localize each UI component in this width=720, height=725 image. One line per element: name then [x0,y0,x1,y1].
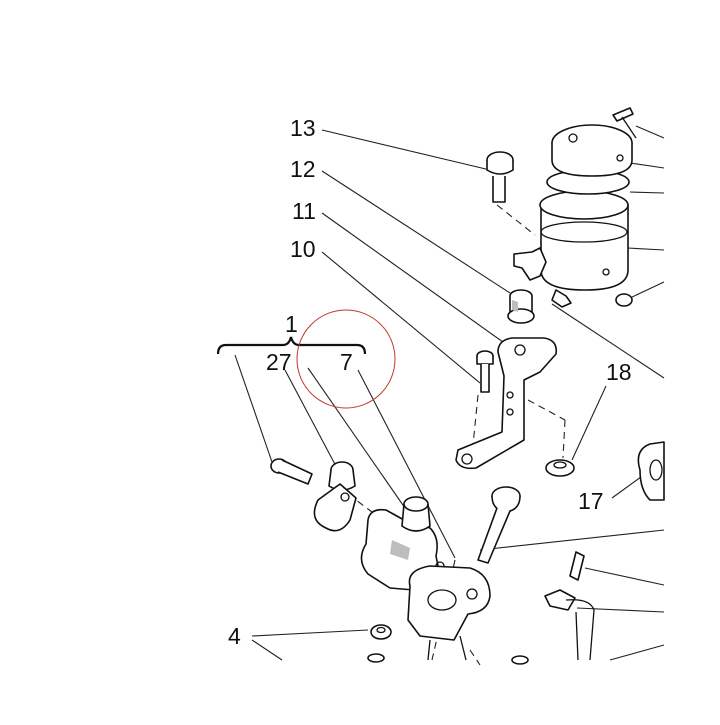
grommet-12 [507,289,535,324]
callout-11: 11 [292,198,316,224]
top-screw [612,107,637,139]
bracket-11 [455,337,558,470]
washer-4 [370,624,392,640]
lever-mount [407,565,491,661]
callout-17: 17 [578,488,604,514]
right-switch [544,551,595,661]
callout-18: 18 [606,359,632,385]
callout-10: 10 [290,236,316,262]
reservoir-clip [513,247,547,281]
bolt-left [270,458,313,485]
callout-1: 1 [285,311,298,337]
callout-13: 13 [290,115,316,141]
washer-18 [545,459,575,477]
part-17 [637,441,665,501]
callout-12: 12 [290,156,316,182]
highlight-circle [296,309,396,409]
lower-parts [367,293,633,665]
callout-7: 7 [340,349,353,375]
callout-27: 27 [266,349,292,375]
group-bracket [216,336,367,355]
screw-10 [476,350,494,393]
reservoir-part [539,124,633,308]
banjo-27 [313,461,357,532]
leader-lines [234,125,665,666]
bolt-13 [486,151,514,203]
callout-4: 4 [228,623,241,649]
long-bolt [477,486,521,564]
